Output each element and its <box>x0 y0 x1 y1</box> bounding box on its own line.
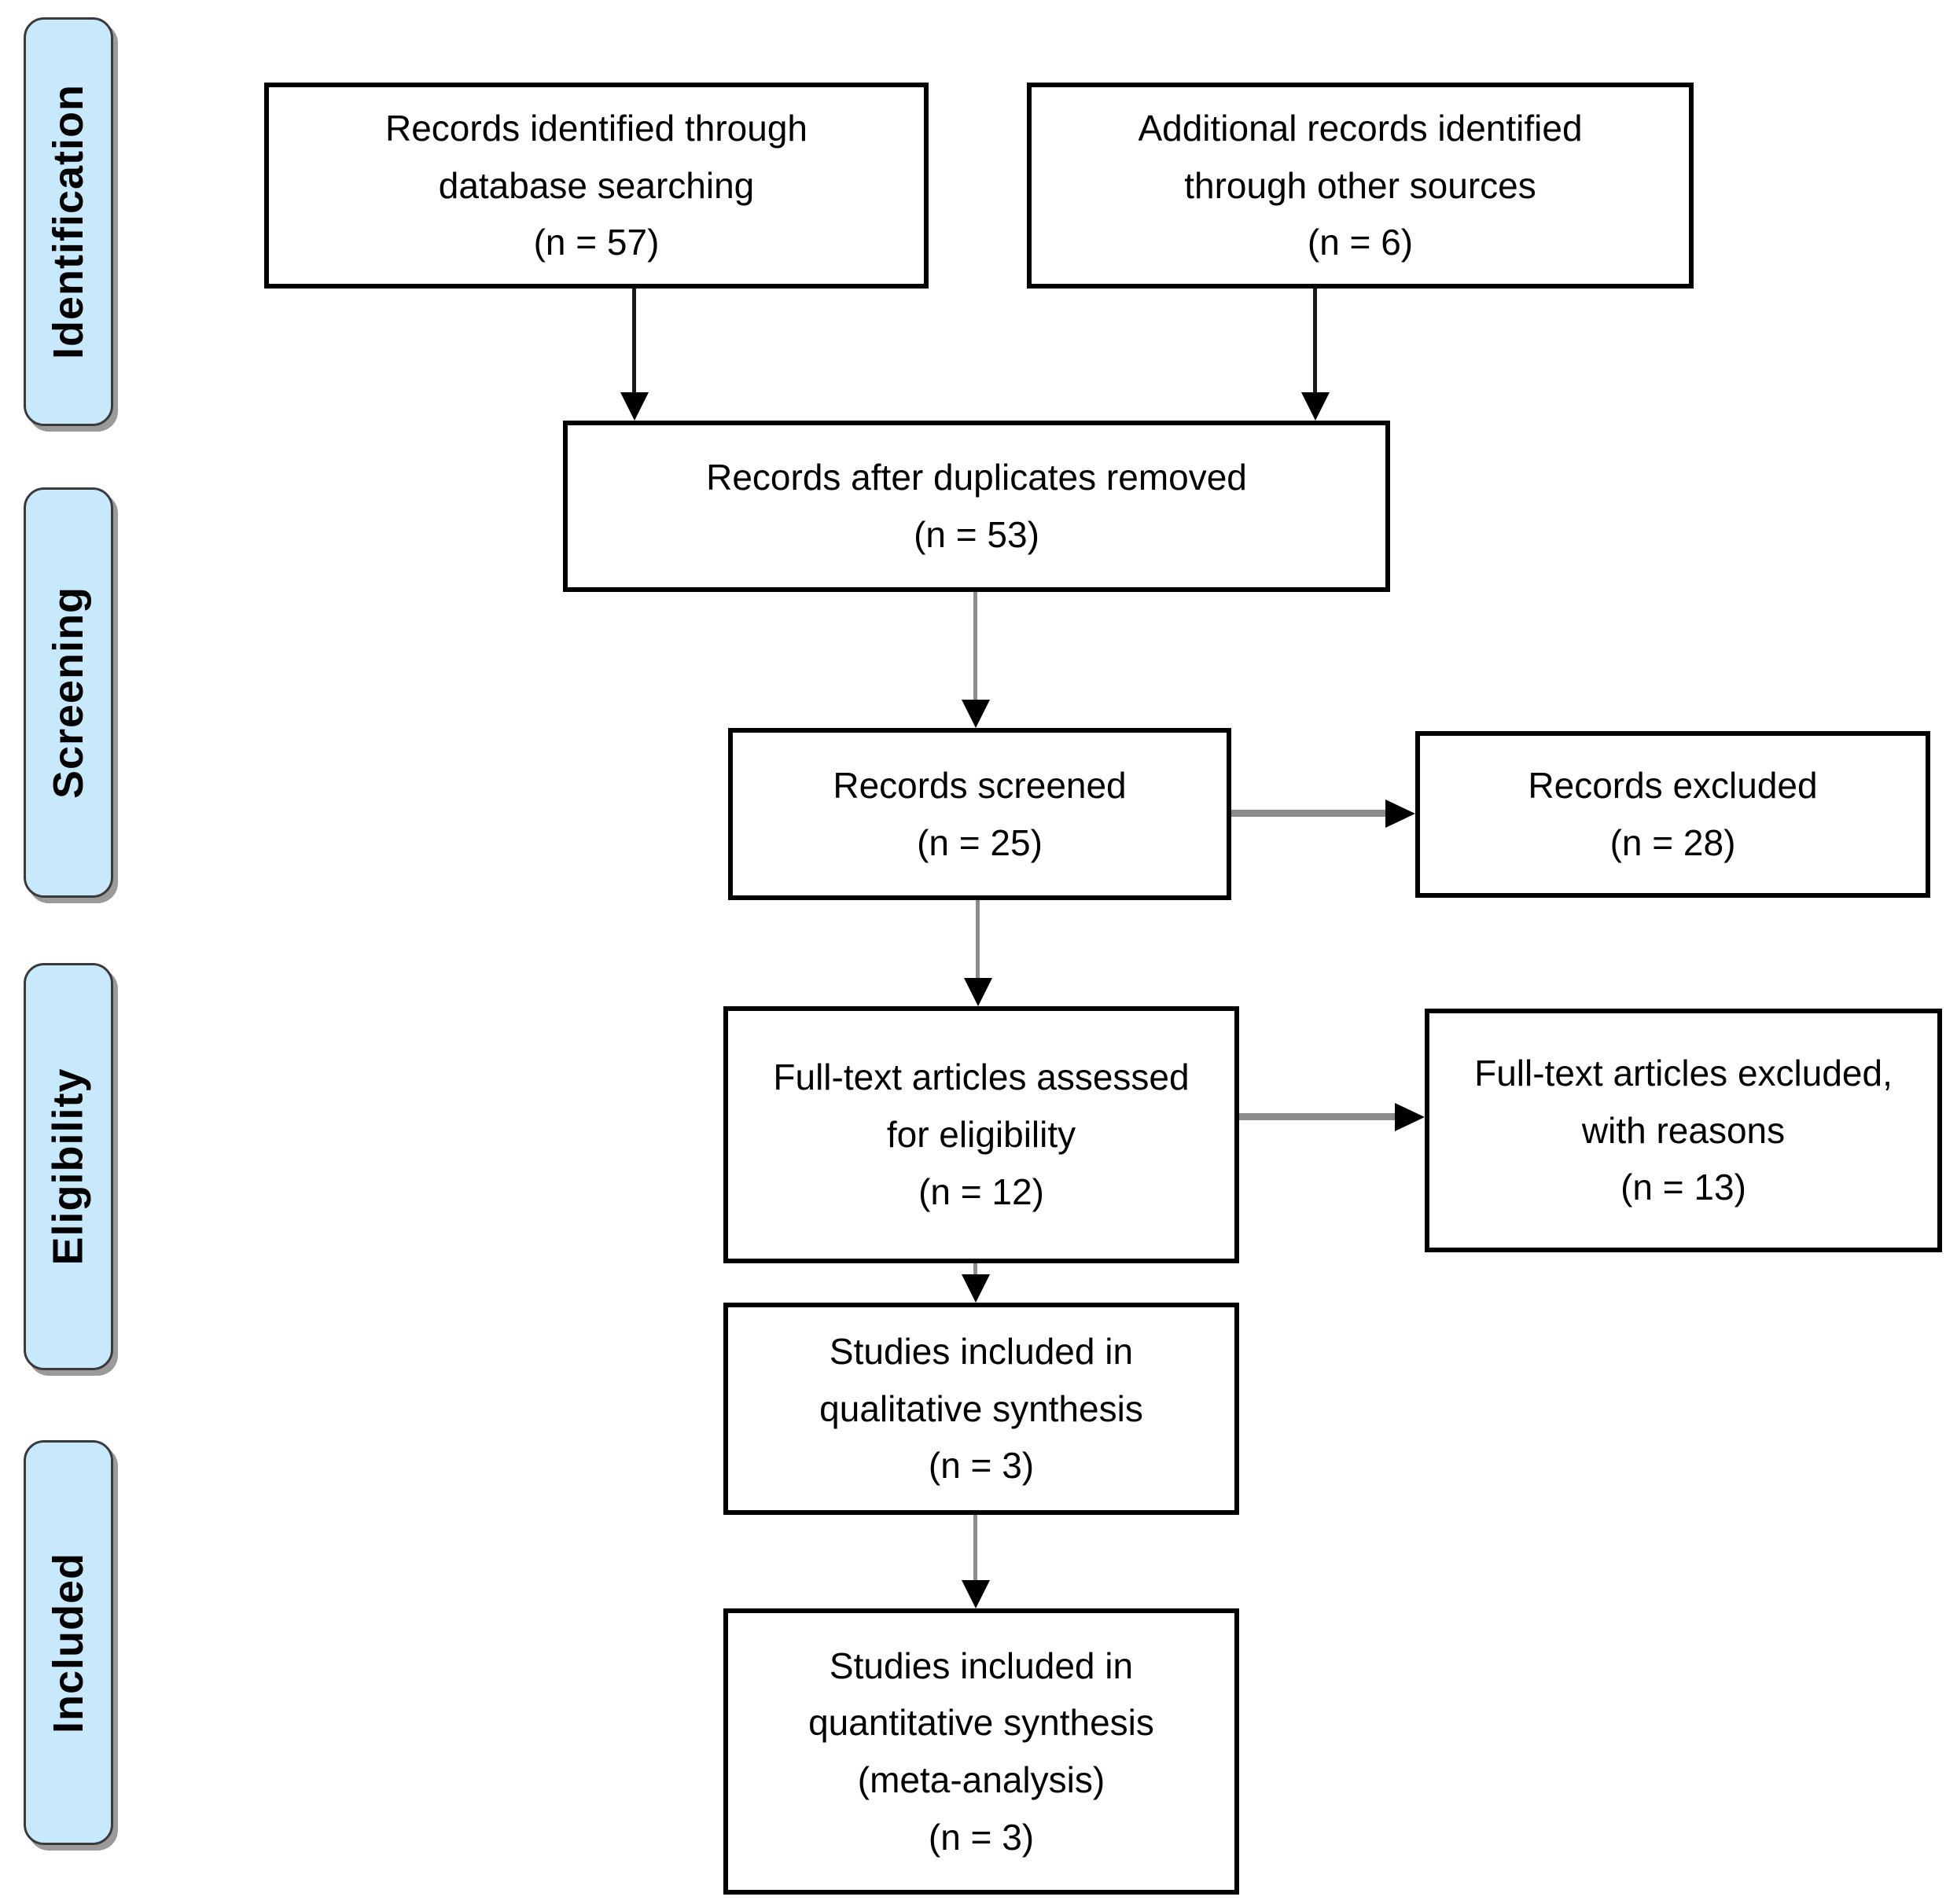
arrow-identified-to-duplicates-head <box>620 392 649 421</box>
arrow-screened-to-excluded-line <box>1231 810 1385 817</box>
box-fulltext-excluded-text: Full-text articles excluded, with reason… <box>1474 1052 1893 1208</box>
box-additional-records-text: Additional records identified through ot… <box>1138 107 1583 263</box>
arrow-qualitative-to-quantitative-line <box>973 1515 977 1582</box>
stage-label-eligibility: Eligibility <box>45 1068 92 1266</box>
arrow-duplicates-to-screened-line <box>973 592 977 700</box>
box-records-after-duplicates: Records after duplicates removed (n = 53… <box>563 421 1390 592</box>
stage-screening: Screening <box>24 487 113 898</box>
stage-identification: Identification <box>24 17 113 426</box>
arrow-identified-to-duplicates-line <box>632 289 636 394</box>
box-fulltext-assessed-text: Full-text articles assessed for eligibil… <box>773 1057 1190 1212</box>
box-records-screened: Records screened (n = 25) <box>728 728 1231 900</box>
box-qualitative-synthesis-text: Studies included in qualitative synthesi… <box>819 1330 1143 1487</box>
box-records-identified-text: Records identified through database sear… <box>385 107 807 263</box>
stage-label-screening: Screening <box>45 586 92 799</box>
stage-eligibility: Eligibility <box>24 963 113 1370</box>
arrow-screened-to-fulltext-line <box>976 900 980 978</box>
arrow-screened-to-fulltext-head <box>964 978 992 1006</box>
arrow-fulltext-to-excluded-head <box>1395 1103 1425 1131</box>
box-records-excluded-text: Records excluded (n = 28) <box>1528 765 1818 863</box>
arrow-fulltext-to-qualitative-line <box>973 1263 977 1276</box>
box-additional-records: Additional records identified through ot… <box>1027 83 1694 289</box>
box-records-excluded: Records excluded (n = 28) <box>1415 731 1930 898</box>
box-quantitative-synthesis: Studies included in quantitative synthes… <box>723 1608 1239 1895</box>
stage-label-included: Included <box>45 1552 93 1733</box>
arrow-additional-to-duplicates-head <box>1301 392 1330 421</box>
arrow-duplicates-to-screened-head <box>962 700 990 728</box>
arrow-qualitative-to-quantitative-head <box>962 1580 990 1608</box>
arrow-screened-to-excluded-head <box>1385 799 1415 828</box>
stage-included: Included <box>24 1440 113 1845</box>
box-qualitative-synthesis: Studies included in qualitative synthesi… <box>723 1303 1239 1515</box>
box-records-identified: Records identified through database sear… <box>264 83 929 289</box>
box-fulltext-assessed: Full-text articles assessed for eligibil… <box>723 1006 1239 1263</box>
arrow-additional-to-duplicates-line <box>1313 289 1317 394</box>
arrow-fulltext-to-excluded-line <box>1239 1113 1395 1120</box>
box-records-screened-text: Records screened (n = 25) <box>833 764 1127 863</box>
box-records-after-duplicates-text: Records after duplicates removed (n = 53… <box>706 457 1247 555</box>
stage-label-identification: Identification <box>45 84 92 359</box>
box-fulltext-excluded: Full-text articles excluded, with reason… <box>1425 1009 1942 1252</box>
box-quantitative-synthesis-text: Studies included in quantitative synthes… <box>808 1645 1154 1858</box>
arrow-fulltext-to-qualitative-head <box>962 1274 990 1303</box>
